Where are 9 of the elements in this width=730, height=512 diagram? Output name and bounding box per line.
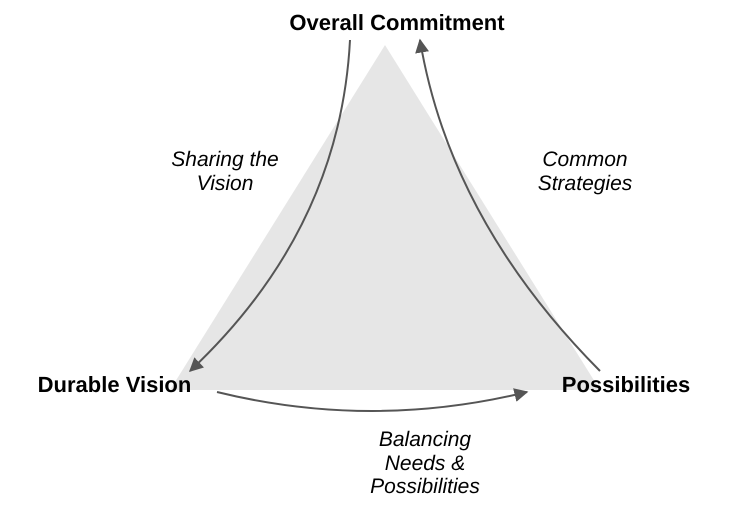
edge-label: Sharing the Vision xyxy=(170,148,280,196)
arrow xyxy=(416,38,601,372)
arrow xyxy=(216,388,528,412)
edge-label: Balancing Needs & Possibilities xyxy=(369,428,481,499)
edge-label: Common Strategies xyxy=(536,148,634,196)
corner-label: Durable Vision xyxy=(12,372,217,398)
corner-label: Overall Commitment xyxy=(262,10,532,36)
corner-label: Possibilities xyxy=(528,372,724,398)
arrow xyxy=(189,40,351,372)
